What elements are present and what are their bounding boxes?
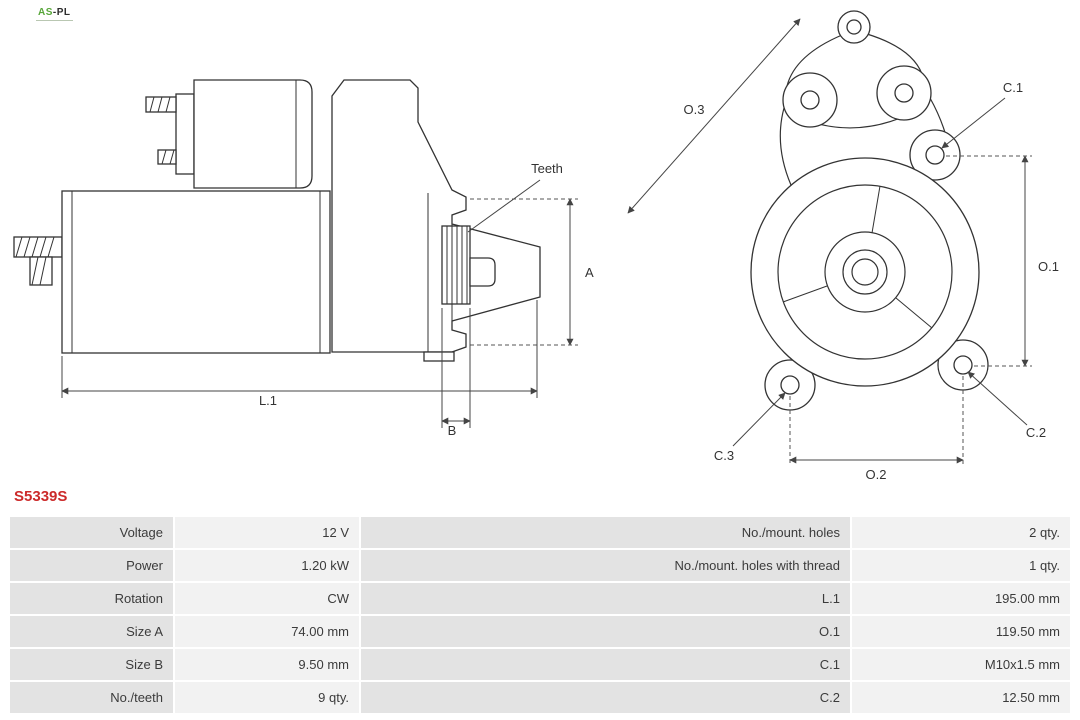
teeth-leader-line bbox=[467, 179, 541, 233]
teeth-label: Teeth bbox=[531, 161, 563, 176]
dim-label-c2: C.2 bbox=[1026, 425, 1046, 440]
leader-line-c2 bbox=[967, 371, 1028, 426]
table-row: Rotation CW L.1 195.00 mm bbox=[10, 583, 1070, 614]
spec-label: No./mount. holes with thread bbox=[361, 550, 850, 581]
leader-line-c3 bbox=[732, 392, 786, 447]
dim-label-l1: L.1 bbox=[259, 393, 277, 408]
mount-hole-c2 bbox=[953, 355, 973, 375]
side-view: Teeth A L.1 B bbox=[13, 79, 594, 438]
spec-value: 9 qty. bbox=[175, 682, 359, 713]
front-view: O.3 O.1 O.2 C.1 C.3 C.2 bbox=[627, 10, 1059, 480]
brand-logo: AS-PL bbox=[36, 6, 73, 21]
spec-value: 12 V bbox=[175, 517, 359, 548]
technical-drawing: Teeth A L.1 B bbox=[13, 10, 1059, 480]
spec-value: 1.20 kW bbox=[175, 550, 359, 581]
spec-label: Voltage bbox=[10, 517, 173, 548]
spec-value: 2 qty. bbox=[852, 517, 1070, 548]
mount-hole-c3 bbox=[780, 375, 800, 395]
spec-label: No./teeth bbox=[10, 682, 173, 713]
table-row: Voltage 12 V No./mount. holes 2 qty. bbox=[10, 517, 1070, 548]
table-row: Size B 9.50 mm C.1 M10x1.5 mm bbox=[10, 649, 1070, 680]
spec-label: C.1 bbox=[361, 649, 850, 680]
dim-label-c3: C.3 bbox=[714, 448, 734, 463]
spec-label: C.2 bbox=[361, 682, 850, 713]
dim-label-o1: O.1 bbox=[1038, 259, 1059, 274]
brand-logo-secondary: -PL bbox=[52, 7, 71, 18]
brand-logo-primary: AS bbox=[38, 7, 53, 18]
spec-value: 12.50 mm bbox=[852, 682, 1070, 713]
pinion-shaft bbox=[469, 257, 496, 287]
spec-label: Size A bbox=[10, 616, 173, 647]
spec-value: 74.00 mm bbox=[175, 616, 359, 647]
spec-label: No./mount. holes bbox=[361, 517, 850, 548]
mount-hole-c1 bbox=[925, 145, 945, 165]
table-row: No./teeth 9 qty. C.2 12.50 mm bbox=[10, 682, 1070, 713]
spec-value: M10x1.5 mm bbox=[852, 649, 1070, 680]
dim-label-o3: O.3 bbox=[684, 102, 705, 117]
dim-label-c1: C.1 bbox=[1003, 80, 1023, 95]
spec-value: 9.50 mm bbox=[175, 649, 359, 680]
mounting-flange bbox=[750, 83, 980, 395]
spec-value: CW bbox=[175, 583, 359, 614]
solenoid bbox=[145, 79, 313, 189]
spec-label: Rotation bbox=[10, 583, 173, 614]
spec-label: Power bbox=[10, 550, 173, 581]
spec-label: Size B bbox=[10, 649, 173, 680]
leader-line-c1 bbox=[941, 97, 1006, 149]
spec-value: 195.00 mm bbox=[852, 583, 1070, 614]
table-row: Power 1.20 kW No./mount. holes with thre… bbox=[10, 550, 1070, 581]
table-row: Size A 74.00 mm O.1 119.50 mm bbox=[10, 616, 1070, 647]
spec-label: L.1 bbox=[361, 583, 850, 614]
dim-label-b: B bbox=[448, 423, 457, 438]
spec-value: 119.50 mm bbox=[852, 616, 1070, 647]
spec-label: O.1 bbox=[361, 616, 850, 647]
drive-housing bbox=[331, 79, 541, 362]
spec-value: 1 qty. bbox=[852, 550, 1070, 581]
spec-table: Voltage 12 V No./mount. holes 2 qty. Pow… bbox=[10, 517, 1070, 715]
shaft-center bbox=[851, 258, 879, 286]
motor-body bbox=[61, 190, 331, 354]
pinion-gear bbox=[441, 225, 496, 305]
part-number: S5339S bbox=[14, 488, 68, 505]
dim-label-o2: O.2 bbox=[866, 467, 887, 480]
terminal-stud bbox=[13, 236, 63, 286]
dim-label-a: A bbox=[585, 265, 594, 280]
dim-line-o3 bbox=[627, 18, 801, 214]
